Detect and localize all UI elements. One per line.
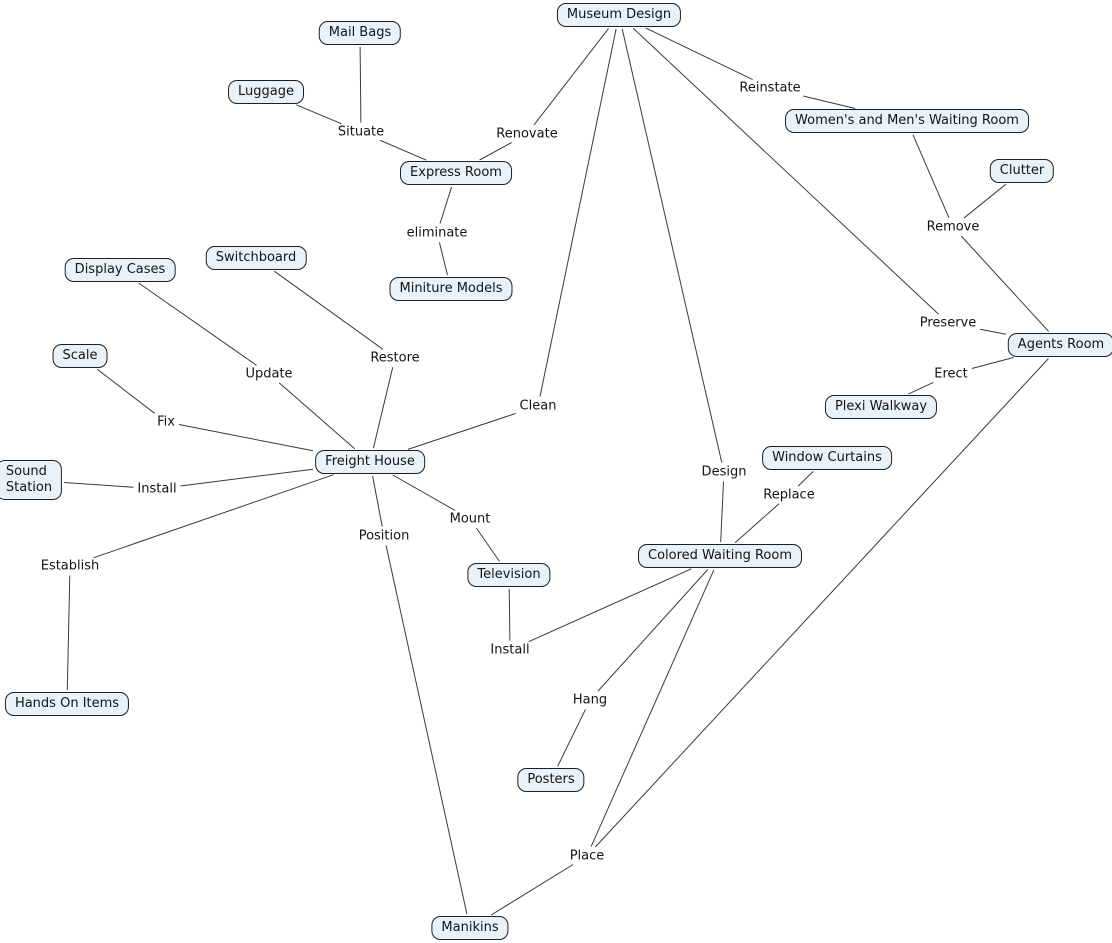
link-label-preserve[interactable]: Preserve xyxy=(919,315,977,331)
link-label-renovate[interactable]: Renovate xyxy=(496,126,558,142)
edge-line-freight-house--establish xyxy=(93,474,334,559)
node-manikins[interactable]: Manikins xyxy=(431,916,509,940)
node-plexi-walkway[interactable]: Plexi Walkway xyxy=(824,395,938,419)
node-agents-room[interactable]: Agents Room xyxy=(1007,333,1112,357)
edge-line-install-fh--freight-house xyxy=(180,468,314,487)
link-label-place[interactable]: Place xyxy=(569,848,605,864)
node-clutter[interactable]: Clutter xyxy=(989,159,1055,183)
link-label-install-fh[interactable]: Install xyxy=(137,481,177,497)
edge-line-clutter--remove xyxy=(963,183,1007,219)
node-miniture-models[interactable]: Miniture Models xyxy=(389,277,513,301)
node-window-curtains[interactable]: Window Curtains xyxy=(762,446,892,470)
edge-line-situate--express-room xyxy=(380,139,427,161)
edge-line-remove--agents-room xyxy=(960,235,1050,332)
node-sound-station[interactable]: Sound Station xyxy=(0,460,63,500)
edge-line-scale--fix xyxy=(96,368,155,414)
edge-line-luggage--situate xyxy=(296,104,342,125)
edge-line-museum-design--clean xyxy=(539,28,617,397)
node-colored-waiting-room[interactable]: Colored Waiting Room xyxy=(638,544,802,568)
link-label-eliminate[interactable]: eliminate xyxy=(406,225,468,241)
link-label-erect[interactable]: Erect xyxy=(934,366,968,382)
edge-line-clean--freight-house xyxy=(407,413,516,450)
edge-line-switchboard--restore xyxy=(274,270,384,350)
node-hands-on-items[interactable]: Hands On Items xyxy=(4,692,130,716)
link-label-remove[interactable]: Remove xyxy=(926,219,980,235)
link-label-mount[interactable]: Mount xyxy=(449,511,491,527)
link-label-install-cwr[interactable]: Install xyxy=(490,642,530,658)
edge-line-update--freight-house xyxy=(278,382,356,450)
edge-line-express-room--eliminate xyxy=(439,186,453,224)
edge-line-establish--hands-on-items xyxy=(66,575,71,691)
edge-line-colored-waiting-room--place xyxy=(590,569,715,847)
edge-line-museum-design--preserve xyxy=(632,28,939,315)
edge-line-womens-mens-waiting-room--remove xyxy=(912,134,950,218)
edge-line-renovate--express-room xyxy=(479,142,512,161)
link-label-reinstate[interactable]: Reinstate xyxy=(739,80,801,96)
edge-line-museum-design--renovate xyxy=(533,28,609,126)
link-label-update[interactable]: Update xyxy=(245,366,293,382)
node-freight-house[interactable]: Freight House xyxy=(315,450,425,474)
node-posters[interactable]: Posters xyxy=(517,768,585,792)
link-label-replace[interactable]: Replace xyxy=(763,487,815,503)
link-label-design[interactable]: Design xyxy=(701,464,747,480)
edge-line-colored-waiting-room--hang xyxy=(597,569,709,692)
link-label-establish[interactable]: Establish xyxy=(40,558,100,574)
edge-line-fix--freight-house xyxy=(178,424,314,452)
link-label-restore[interactable]: Restore xyxy=(370,350,420,366)
edge-line-museum-design--design xyxy=(621,28,723,463)
edge-line-museum-design--reinstate xyxy=(645,27,753,81)
node-express-room[interactable]: Express Room xyxy=(400,161,512,185)
edge-line-reinstate--womens-mens-waiting-room xyxy=(802,95,856,109)
edge-line-mount--television xyxy=(475,527,500,562)
edge-line-restore--freight-house xyxy=(372,367,394,449)
edge-line-place--manikins xyxy=(490,864,574,916)
edge-line-eliminate--miniture-models xyxy=(438,242,448,276)
edge-line-freight-house--mount xyxy=(392,474,456,511)
edge-line-hang--posters xyxy=(557,709,586,767)
node-luggage[interactable]: Luggage xyxy=(228,80,304,104)
edge-line-position--manikins xyxy=(385,545,468,915)
link-label-position[interactable]: Position xyxy=(358,528,410,544)
edge-line-design--colored-waiting-room xyxy=(720,481,724,543)
edge-line-display-cases--update xyxy=(138,282,257,366)
node-television[interactable]: Television xyxy=(467,563,551,587)
edge-line-freight-house--position xyxy=(372,475,383,527)
link-label-hang[interactable]: Hang xyxy=(572,692,608,708)
edge-line-preserve--agents-room xyxy=(979,328,1007,335)
link-label-clean[interactable]: Clean xyxy=(519,398,557,414)
edge-line-replace--colored-waiting-room xyxy=(734,503,780,544)
edge-line-erect--plexi-walkway xyxy=(908,381,934,395)
edge-line-television--install-cwr xyxy=(508,588,511,641)
node-scale[interactable]: Scale xyxy=(52,344,108,368)
edge-line-agents-room--place xyxy=(594,358,1049,848)
node-display-cases[interactable]: Display Cases xyxy=(64,258,176,282)
edge-line-sound-station--install-fh xyxy=(63,482,134,488)
node-museum-design[interactable]: Museum Design xyxy=(556,3,682,27)
edge-line-agents-room--erect xyxy=(971,357,1014,369)
node-switchboard[interactable]: Switchboard xyxy=(205,246,307,270)
link-label-fix[interactable]: Fix xyxy=(157,414,175,430)
edge-line-install-cwr--colored-waiting-room xyxy=(528,568,692,643)
edge-line-mail-bags--situate xyxy=(359,46,362,123)
node-womens-mens-waiting-room[interactable]: Women's and Men's Waiting Room xyxy=(785,109,1029,133)
node-mail-bags[interactable]: Mail Bags xyxy=(318,21,402,45)
edge-line-window-curtains--replace xyxy=(797,471,814,487)
link-label-situate[interactable]: Situate xyxy=(337,124,385,140)
